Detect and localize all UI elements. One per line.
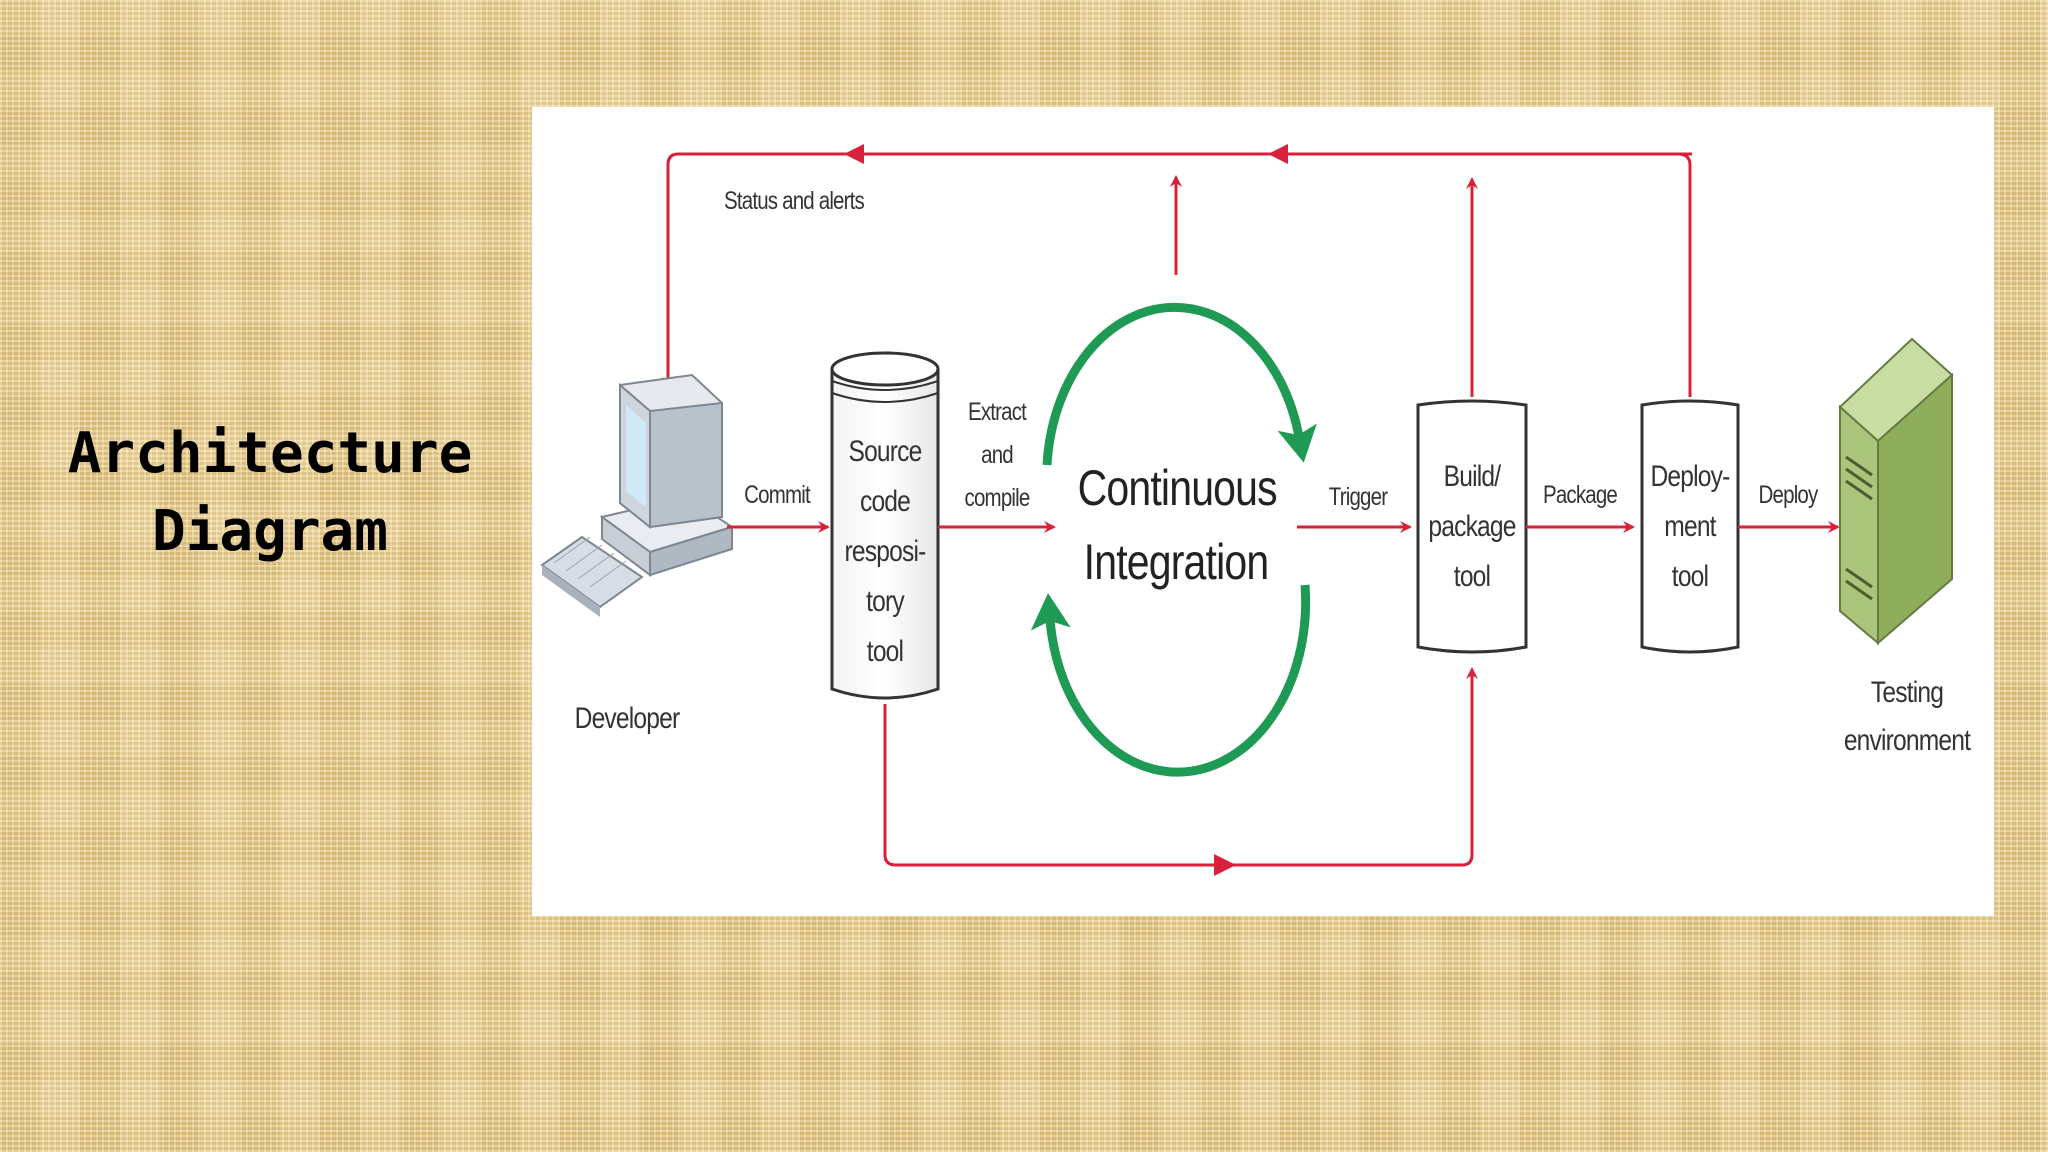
slide-title: Architecture Diagram (40, 415, 500, 571)
architecture-diagram: Status and alerts Developer Commit Sourc… (532, 107, 1994, 916)
deployment-tool-box (1640, 399, 1740, 654)
testing-environment-label: Testing environment (1843, 676, 1971, 757)
repo-to-build-path (883, 667, 1478, 867)
feedback-arrowhead-1 (844, 144, 864, 164)
trigger-label: Trigger (1328, 483, 1388, 511)
bottom-path-arrowhead (1214, 854, 1236, 876)
slide-title-line1: Architecture (67, 421, 473, 486)
package-label: Package (1542, 481, 1618, 509)
testing-server-icon (1838, 337, 1954, 646)
continuous-integration-label: Continuous Integration (1077, 460, 1278, 590)
slide-title-line2: Diagram (151, 499, 388, 564)
developer-computer-icon (540, 373, 735, 617)
commit-label: Commit (744, 481, 811, 509)
source-repository-cylinder (830, 351, 940, 700)
build-package-label: Build/ package tool (1428, 460, 1516, 593)
developer-label: Developer (574, 702, 681, 735)
status-feedback-loop (662, 152, 1692, 397)
diagram-graphics (540, 144, 1954, 876)
feedback-arrowhead-2 (1268, 144, 1288, 164)
build-package-tool-box (1416, 399, 1528, 654)
repository-label: Source code resposi- tory tool (844, 435, 927, 668)
extract-compile-label: Extract and compile (964, 398, 1031, 512)
deployment-tool-label: Deploy- ment tool (1650, 460, 1730, 593)
status-alerts-label: Status and alerts (724, 187, 865, 215)
deploy-label: Deploy (1758, 481, 1819, 509)
ci-cycle-arrows (1030, 302, 1317, 777)
